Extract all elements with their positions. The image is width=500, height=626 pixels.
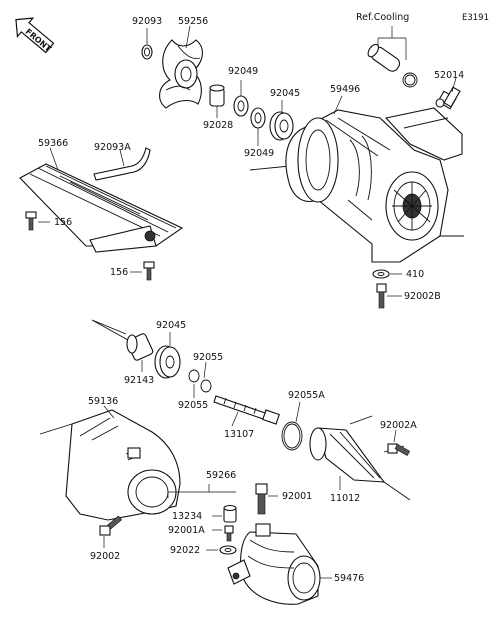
label-92045-a: 92045 <box>270 88 300 99</box>
part-92093A-clip <box>93 147 151 181</box>
label-92055-b: 92055 <box>178 400 208 411</box>
part-59476-steering-nozzle <box>227 523 321 605</box>
diagram-code: E3191 <box>462 13 489 23</box>
label-92055A: 92055A <box>288 390 325 401</box>
label-92049-b: 92049 <box>244 148 274 159</box>
part-92045-bearing-b <box>154 345 181 379</box>
label-13107: 13107 <box>224 429 254 440</box>
label-92001A: 92001A <box>168 525 205 536</box>
label-92002B: 92002B <box>404 291 441 302</box>
label-92143: 92143 <box>124 375 154 386</box>
label-59496: 59496 <box>330 84 360 95</box>
part-13107-shaft <box>213 395 280 425</box>
label-92002: 92002 <box>90 551 120 562</box>
part-92055-oring-a <box>188 369 200 383</box>
part-92002-bolt <box>99 515 123 536</box>
part-11012-cap <box>309 427 411 501</box>
part-92028-bush <box>209 84 225 107</box>
label-92055-a: 92055 <box>193 352 223 363</box>
label-52014: 52014 <box>434 70 464 81</box>
part-92049-seal-b <box>250 107 266 129</box>
label-410: 410 <box>406 269 424 280</box>
ref-cooling-label: Ref.Cooling <box>356 12 409 23</box>
label-92093A: 92093A <box>94 142 131 153</box>
part-156-bolt-b <box>143 261 155 281</box>
label-59266: 59266 <box>206 470 236 481</box>
label-92093: 92093 <box>132 16 162 27</box>
part-92002B-bolt <box>376 283 387 309</box>
part-92055-oring-b <box>200 379 212 393</box>
label-92045-b: 92045 <box>156 320 186 331</box>
part-59256-impeller <box>159 39 203 109</box>
part-59366-intake-grate <box>19 163 184 253</box>
part-410-washer <box>372 269 390 279</box>
cooling-hose-fitting <box>367 26 418 88</box>
part-92143-collar <box>126 333 154 361</box>
label-156-b: 156 <box>110 267 128 278</box>
label-156-a: 156 <box>54 217 72 228</box>
part-92022-washer <box>219 545 237 555</box>
label-59136: 59136 <box>88 396 118 407</box>
label-59256: 59256 <box>178 16 208 27</box>
part-92001-bolt <box>255 483 268 515</box>
label-59366: 59366 <box>38 138 68 149</box>
front-arrow-icon: FRONT <box>15 17 55 54</box>
part-92001A-bolt <box>224 525 234 542</box>
part-59496-pump-case <box>249 107 463 263</box>
label-92002A: 92002A <box>380 420 417 431</box>
label-13234: 13234 <box>172 511 202 522</box>
part-92055A-oring <box>281 421 303 451</box>
label-92049-a: 92049 <box>228 66 258 77</box>
part-92045-bearing-a <box>269 111 294 141</box>
part-92049-seal-a <box>233 95 249 117</box>
part-156-bolt-a <box>25 211 37 231</box>
part-92093-ring <box>141 44 153 60</box>
part-52014-fitting <box>435 77 461 110</box>
part-59136-nozzle-housing <box>39 409 181 521</box>
label-92001: 92001 <box>282 491 312 502</box>
part-92002A-bolt <box>387 443 411 457</box>
label-92028: 92028 <box>203 120 233 131</box>
label-11012: 11012 <box>330 493 360 504</box>
label-92022: 92022 <box>170 545 200 556</box>
label-59476: 59476 <box>334 573 364 584</box>
part-13234-pin <box>223 504 237 523</box>
